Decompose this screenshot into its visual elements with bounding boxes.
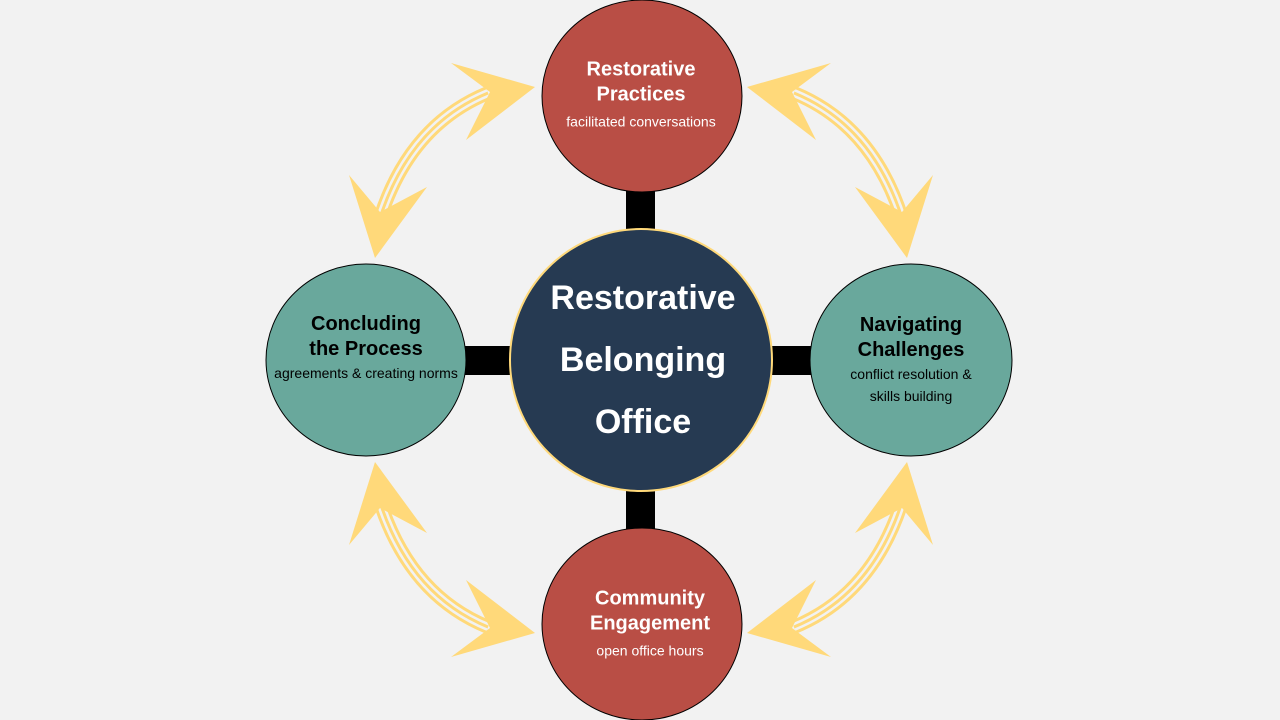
node-subtitle: open office hours: [596, 642, 704, 659]
node-title: Challenges: [857, 339, 965, 361]
node-subtitle: facilitated conversations: [566, 113, 716, 130]
node-title: Navigating: [859, 314, 963, 336]
node-title: the Process: [309, 338, 423, 360]
center-circle: [509, 228, 773, 492]
node-top-label: Restorative Practices facilitated conver…: [546, 58, 736, 133]
node-title: Practices: [596, 83, 686, 106]
node-subtitle: skills building: [869, 388, 953, 404]
node-subtitle: agreements & creating norms: [274, 365, 458, 381]
node-title: Community: [595, 587, 705, 610]
center-line: Restorative: [550, 279, 736, 317]
cycle-arrow-top-left: [349, 63, 535, 258]
node-bottom-label: Community Engagement open office hours: [555, 587, 745, 662]
node-left-circle: [265, 263, 467, 457]
node-bottom-circle: [541, 527, 743, 720]
cycle-arrow-bottom-left: [349, 462, 535, 657]
node-title: Engagement: [589, 612, 711, 635]
node-right-label: Navigating Challenges conflict resolutio…: [816, 313, 1006, 407]
node-right-circle: [809, 263, 1013, 457]
node-subtitle: conflict resolution &: [850, 366, 972, 382]
cycle-arrow-top-right: [747, 63, 933, 258]
node-top-circle: [541, 0, 743, 193]
cycle-arrow-bottom-right: [747, 462, 933, 657]
node-title: Restorative: [586, 58, 696, 81]
center-line: Belonging: [559, 341, 727, 379]
node-left-label: Concluding the Process agreements & crea…: [266, 312, 466, 384]
node-title: Concluding: [311, 313, 421, 335]
center-label: Restorative Belonging Office: [550, 267, 735, 453]
center-line: Office: [594, 403, 692, 441]
